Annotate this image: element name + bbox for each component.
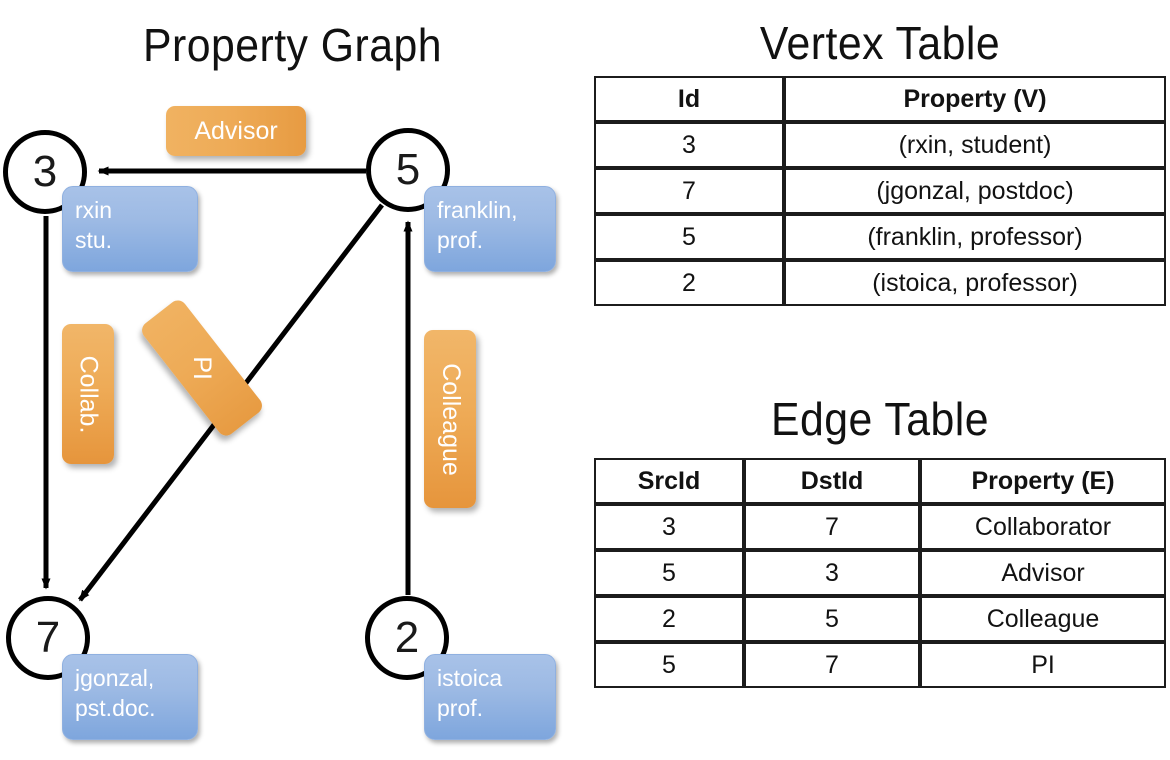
- vertex-cell-id: 3: [594, 122, 784, 168]
- vertex-table-title: Vertex Table: [759, 17, 1001, 69]
- node-property-5-line2: prof.: [437, 226, 484, 253]
- vertex-col-header-id: Id: [594, 76, 784, 122]
- edge-label-advisor-text: Advisor: [194, 116, 278, 145]
- vertex-cell-property: (rxin, student): [784, 122, 1166, 168]
- vertex-cell-id: 2: [594, 260, 784, 306]
- edge-table-title: Edge Table: [771, 393, 989, 445]
- node-id-2: 2: [394, 613, 420, 662]
- edge-cell-dstid: 5: [744, 596, 920, 642]
- edge-col-header-dstid: DstId: [744, 458, 920, 504]
- table-row[interactable]: 5 7 PI: [594, 642, 1166, 688]
- node-property-box-5: franklin, prof.: [424, 186, 556, 272]
- node-property-5-line1: franklin,: [437, 197, 518, 223]
- node-property-2-line1: istoica: [437, 665, 503, 691]
- node-property-box-7: jgonzal, pst.doc.: [62, 654, 198, 740]
- edge-label-colleague: Colleague: [424, 330, 476, 508]
- edge-label-pi-text: PI: [188, 356, 217, 380]
- edge-table: SrcId DstId Property (E) 3 7 Collaborato…: [594, 458, 1166, 688]
- node-id-5: 5: [395, 145, 421, 194]
- edge-cell-srcid: 3: [594, 504, 744, 550]
- edge-table-panel: Edge Table SrcId DstId Property (E) 3 7 …: [590, 392, 1170, 688]
- edge-cell-srcid: 5: [594, 642, 744, 688]
- node-id-3: 3: [32, 147, 58, 196]
- node-property-3-line2: stu.: [75, 226, 113, 253]
- node-property-7-line1: jgonzal,: [75, 665, 155, 691]
- table-row[interactable]: 7 (jgonzal, postdoc): [594, 168, 1166, 214]
- edge-col-header-srcid: SrcId: [594, 458, 744, 504]
- node-property-box-2: istoica prof.: [424, 654, 556, 740]
- vertex-cell-property: (franklin, professor): [784, 214, 1166, 260]
- vertex-table: Id Property (V) 3 (rxin, student) 7 (jgo…: [594, 76, 1166, 306]
- node-property-2-line2: prof.: [437, 694, 484, 721]
- edge-table-header-row: SrcId DstId Property (E): [594, 458, 1166, 504]
- table-row[interactable]: 5 3 Advisor: [594, 550, 1166, 596]
- node-property-3-line1: rxin: [75, 197, 113, 223]
- edge-cell-dstid: 7: [744, 504, 920, 550]
- edge-cell-srcid: 5: [594, 550, 744, 596]
- edge-cell-dstid: 7: [744, 642, 920, 688]
- vertex-cell-property: (jgonzal, postdoc): [784, 168, 1166, 214]
- table-row[interactable]: 5 (franklin, professor): [594, 214, 1166, 260]
- vertex-col-header-property: Property (V): [784, 76, 1166, 122]
- edge-col-header-property: Property (E): [920, 458, 1166, 504]
- vertex-table-header-row: Id Property (V): [594, 76, 1166, 122]
- vertex-table-panel: Vertex Table Id Property (V) 3 (rxin, st…: [590, 0, 1170, 306]
- table-row[interactable]: 2 5 Colleague: [594, 596, 1166, 642]
- edge-cell-property: PI: [920, 642, 1166, 688]
- node-id-7: 7: [35, 613, 61, 662]
- vertex-cell-id: 5: [594, 214, 784, 260]
- edge-cell-srcid: 2: [594, 596, 744, 642]
- edge-cell-property: Colleague: [920, 596, 1166, 642]
- table-row[interactable]: 2 (istoica, professor): [594, 260, 1166, 306]
- node-circle-2[interactable]: 2: [365, 596, 449, 680]
- edge-cell-dstid: 3: [744, 550, 920, 596]
- edge-label-colleague-text: Colleague: [436, 362, 465, 476]
- property-graph-title: Property Graph: [143, 19, 442, 71]
- node-property-7-line2: pst.doc.: [75, 694, 156, 721]
- table-row[interactable]: 3 (rxin, student): [594, 122, 1166, 168]
- edge-cell-property: Collaborator: [920, 504, 1166, 550]
- table-row[interactable]: 3 7 Collaborator: [594, 504, 1166, 550]
- node-circle-5[interactable]: 5: [366, 128, 450, 212]
- vertex-cell-property: (istoica, professor): [784, 260, 1166, 306]
- edge-label-advisor: Advisor: [166, 106, 306, 156]
- vertex-cell-id: 7: [594, 168, 784, 214]
- property-graph-panel: Property Graph 3 5 7 2 rxin stu. frankli…: [3, 19, 556, 740]
- edge-cell-property: Advisor: [920, 550, 1166, 596]
- edge-label-collab: Collab.: [62, 324, 114, 464]
- edge-label-collab-text: Collab.: [74, 355, 103, 433]
- node-property-box-3: rxin stu.: [62, 186, 198, 272]
